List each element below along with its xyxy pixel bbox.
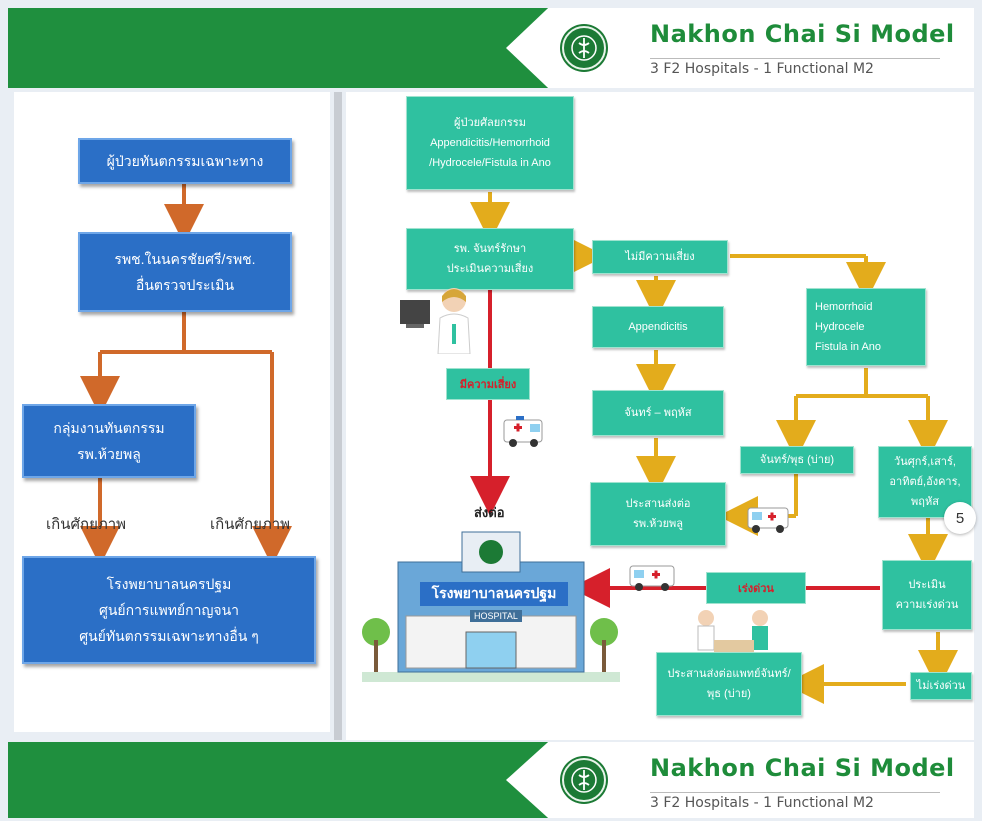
day-other-line1: วันศุกร์,เสาร์, — [894, 456, 956, 468]
mon-thu-label: จันทร์ – พฤหัส — [624, 407, 692, 419]
doctor-illustration — [398, 284, 478, 355]
panel-divider — [334, 92, 342, 740]
left-box-dental-patient-label: ผู้ป่วยทันตกรรมเฉพาะทาง — [106, 153, 264, 169]
coordinate-doctor-box[interactable]: ประสานส่งต่อแพทย์จันทร์/ พุธ (บ่าย) — [656, 652, 802, 716]
day-mon-wed-label: จันทร์/พุธ (บ่าย) — [759, 454, 835, 466]
hemorrhoid-line1: Hemorrhoid — [815, 301, 873, 313]
assess-risk-box[interactable]: รพ. จันทร์รักษา ประเมินความเสี่ยง — [406, 228, 574, 290]
urgent-label: เร่งด่วน — [706, 572, 806, 604]
left-box-assessment-line2: อื่นตรวจประเมิน — [135, 277, 235, 293]
header-title: Nakhon Chai Si Model — [650, 20, 955, 48]
not-urgent-label: ไม่เร่งด่วน — [916, 680, 966, 692]
hemorrhoid-line2: Hydrocele — [815, 321, 865, 333]
appendicitis-label: Appendicitis — [628, 321, 688, 333]
hospital-tag: HOSPITAL — [470, 610, 522, 622]
patient-box-line1: ผู้ป่วยศัลยกรรม — [454, 117, 526, 129]
day-other-line3: พฤหัส — [911, 496, 939, 508]
left-box-dental-dept-line1: กลุ่มงานทันตกรรม — [53, 420, 165, 436]
day-mon-wed-box[interactable]: จันทร์/พุธ (บ่าย) — [740, 446, 854, 474]
coordinate-refer-line1: ประสานส่งต่อ — [625, 498, 691, 510]
coordinate-doctor-line2: พุธ (บ่าย) — [707, 688, 751, 700]
left-box-dental-patient[interactable]: ผู้ป่วยทันตกรรมเฉพาะทาง — [78, 138, 292, 184]
footer-title: Nakhon Chai Si Model — [650, 754, 955, 782]
left-box-dental-dept[interactable]: กลุ่มงานทันตกรรม รพ.ห้วยพลู — [22, 404, 196, 478]
ambulance-icon — [500, 410, 552, 450]
left-box-referral-line2: ศูนย์การแพทย์กาญจนา — [98, 602, 240, 618]
day-other-line2: อาทิตย์,อังคาร, — [889, 476, 961, 488]
evaluate-urgency-box[interactable]: ประเมิน ความเร่งด่วน — [882, 560, 972, 630]
mon-thu-box[interactable]: จันทร์ – พฤหัส — [592, 390, 724, 436]
ambulance-icon-2 — [746, 502, 796, 536]
left-box-referral-line1: โรงพยาบาลนครปฐม — [106, 576, 232, 592]
left-label-beyond-capacity-1: เกินศักยภาพ — [46, 516, 127, 533]
left-box-assessment-line1: รพช.ในนครชัยศรี/รพช. — [114, 251, 256, 267]
ministry-logo-icon — [562, 26, 606, 70]
ambulance-icon-3 — [628, 560, 682, 594]
assess-risk-line1: รพ. จันทร์รักษา — [453, 243, 527, 255]
page-number-badge: 5 — [944, 502, 976, 534]
left-box-referral-line3: ศูนย์ทันตกรรมเฉพาะทางอื่น ๆ — [79, 628, 259, 644]
day-other-box[interactable]: วันศุกร์,เสาร์, อาทิตย์,อังคาร, พฤหัส — [878, 446, 972, 518]
hospital-sign: โรงพยาบาลนครปฐม — [420, 582, 568, 606]
footer-subtitle: 3 F2 Hospitals - 1 Functional M2 — [650, 792, 940, 811]
risk-label: มีความเสี่ยง — [446, 368, 530, 400]
coordinate-refer-box[interactable]: ประสานส่งต่อ รพ.ห้วยพลู — [590, 482, 726, 546]
hospital-sign-text: โรงพยาบาลนครปฐม — [431, 585, 557, 601]
hemorrhoid-line3: Fistula in Ano — [815, 341, 882, 353]
left-box-assessment[interactable]: รพช.ในนครชัยศรี/รพช. อื่นตรวจประเมิน — [78, 232, 292, 312]
coordinate-refer-line2: รพ.ห้วยพลู — [632, 518, 684, 530]
patient-box-line3: /Hydrocele/Fistula in Ano — [429, 157, 551, 169]
patient-box-line2: Appendicitis/Hemorrhoid — [430, 137, 550, 149]
assess-risk-line2: ประเมินความเสี่ยง — [446, 263, 534, 275]
patient-box[interactable]: ผู้ป่วยศัลยกรรม Appendicitis/Hemorrhoid … — [406, 96, 574, 190]
refer-label: ส่งต่อ — [474, 505, 505, 520]
coordinate-doctor-line1: ประสานส่งต่อแพทย์จันทร์/ — [667, 668, 791, 680]
footer-ministry-logo-icon — [562, 758, 606, 802]
appendicitis-box[interactable]: Appendicitis — [592, 306, 724, 348]
evaluate-urgency-line1: ประเมิน — [908, 579, 946, 591]
not-urgent-box[interactable]: ไม่เร่งด่วน — [910, 672, 972, 700]
no-risk-label: ไม่มีความเสี่ยง — [625, 251, 695, 263]
header-subtitle: 3 F2 Hospitals - 1 Functional M2 — [650, 58, 940, 77]
left-box-dental-dept-line2: รพ.ห้วยพลู — [77, 446, 141, 462]
page-number: 5 — [955, 509, 965, 527]
left-label-beyond-capacity-2: เกินศักยภาพ — [210, 516, 291, 533]
hemorrhoid-box[interactable]: Hemorrhoid Hydrocele Fistula in Ano — [806, 288, 926, 366]
no-risk-box[interactable]: ไม่มีความเสี่ยง — [592, 240, 728, 274]
left-box-referral-centers[interactable]: โรงพยาบาลนครปฐม ศูนย์การแพทย์กาญจนา ศูนย… — [22, 556, 316, 664]
evaluate-urgency-line2: ความเร่งด่วน — [895, 599, 959, 611]
